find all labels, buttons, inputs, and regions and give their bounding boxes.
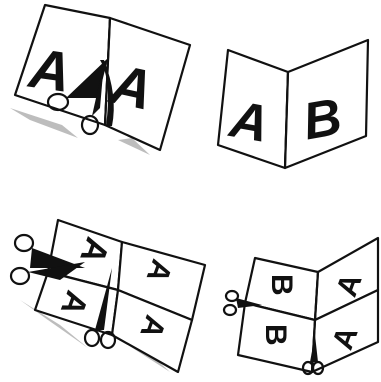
letter-b-top: B	[265, 274, 298, 296]
panel-cut-four-a: A A A A	[11, 220, 205, 372]
panel-cut-two-a: A A	[10, 5, 190, 155]
letter-b-bottom: B	[259, 324, 292, 346]
panel-two-page-ab: A B	[218, 40, 368, 168]
panel-four-page-bb-aa: B B A A	[224, 238, 378, 374]
